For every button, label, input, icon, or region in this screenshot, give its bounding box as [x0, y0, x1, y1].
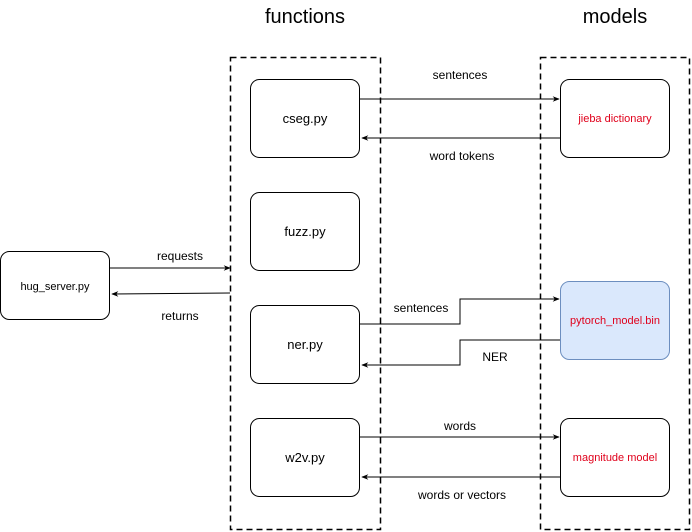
functions-group-container	[229, 56, 382, 531]
ner-sentences-label: sentences	[394, 301, 449, 315]
magnitude-label: magnitude model	[573, 452, 657, 464]
w2v-label: w2v.py	[284, 450, 325, 465]
pytorch-label: pytorch_model.bin	[570, 315, 660, 327]
jieba-node	[560, 79, 670, 158]
w2v-vectors-label: words or vectors	[417, 488, 506, 502]
models-group-container	[539, 56, 691, 531]
cseg-sentences-label: sentences	[433, 68, 488, 82]
ner-sentences-arrow	[360, 296, 560, 325]
ner-result-label: NER	[482, 350, 508, 364]
returns-arrow	[111, 291, 231, 297]
hug-server-node	[0, 251, 110, 320]
cseg-tokens-label: word tokens	[429, 149, 495, 163]
ner-result-arrow	[361, 339, 560, 368]
requests-label: requests	[157, 249, 203, 263]
ner-label: ner.py	[287, 337, 323, 352]
fuzz-label: fuzz.py	[284, 224, 326, 239]
w2v-words-label: words	[443, 419, 476, 433]
pytorch-node	[560, 281, 670, 360]
ner-node	[250, 305, 360, 384]
magnitude-node	[560, 418, 670, 497]
functions-title: functions	[265, 6, 345, 28]
cseg-node	[250, 79, 360, 158]
fuzz-node	[250, 192, 360, 271]
hug-server-label: hug_server.py	[20, 281, 90, 293]
returns-label: returns	[161, 309, 198, 323]
w2v-node	[250, 418, 360, 497]
jieba-label: jieba dictionary	[577, 113, 652, 125]
models-title: models	[583, 6, 647, 28]
cseg-label: cseg.py	[283, 111, 328, 126]
